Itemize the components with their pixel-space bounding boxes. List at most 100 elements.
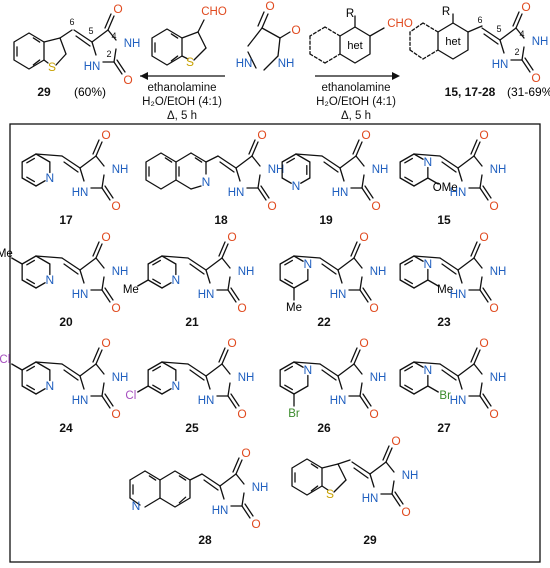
bond <box>232 457 240 473</box>
oxygen-atom: O <box>113 2 122 16</box>
oxygen-atom: O <box>361 128 370 142</box>
bond <box>101 174 105 189</box>
bond <box>218 347 226 363</box>
ring-bond <box>300 177 311 184</box>
pyridine-nitrogen: N <box>424 363 433 377</box>
bond <box>221 243 229 259</box>
bond <box>353 349 361 365</box>
substituent-bond <box>137 385 149 393</box>
double-bond <box>284 365 294 372</box>
bond <box>193 47 207 61</box>
bond <box>337 363 355 377</box>
compound-label: 22 <box>317 315 331 329</box>
pyridine-nitrogen: N <box>46 379 55 393</box>
bond <box>319 363 339 377</box>
het-label: het <box>445 36 460 48</box>
bond <box>107 15 115 31</box>
chlorine-atom: Cl <box>0 354 10 366</box>
hn-group: HN <box>198 289 215 301</box>
bond <box>59 37 67 55</box>
ring-bond <box>279 361 295 371</box>
ring-bond <box>21 279 37 289</box>
bond <box>439 155 459 169</box>
bond <box>203 479 219 491</box>
bond <box>104 287 114 301</box>
sulfur-atom: S <box>48 60 56 74</box>
bond <box>479 276 483 291</box>
bond <box>197 31 207 49</box>
bond <box>235 155 253 169</box>
ring-bond <box>21 385 37 395</box>
ring-bond <box>161 282 172 289</box>
nh-group: NH <box>238 266 255 278</box>
bond <box>241 505 251 519</box>
r-substituent: R <box>346 8 354 20</box>
double-bond <box>32 37 41 43</box>
condition-line-2: H₂O/EtOH (4:1) <box>142 96 222 108</box>
pyridine-nitrogen: N <box>46 171 55 185</box>
condition-line-3: Δ, 5 h <box>341 110 371 122</box>
ring-bond <box>35 282 46 289</box>
bond <box>457 269 463 284</box>
compound-label: 17 <box>59 213 73 227</box>
bond <box>257 174 261 189</box>
oxygen-atom: O <box>267 199 276 213</box>
ring-bond <box>399 361 415 371</box>
ring-bond <box>295 153 311 163</box>
ring-bond <box>147 255 163 265</box>
arrowhead-left <box>140 72 148 80</box>
bond <box>92 139 100 155</box>
oxygen-atom: O <box>101 230 110 244</box>
double-bond <box>404 259 414 266</box>
bond <box>248 139 256 155</box>
bond <box>263 55 279 71</box>
oxygen-atom: O <box>257 128 266 142</box>
benzene-ring <box>151 28 183 66</box>
bond <box>251 141 259 157</box>
ring-bond <box>293 255 304 262</box>
bond <box>324 26 341 37</box>
position-5: 5 <box>88 26 93 36</box>
oxygen-atom: O <box>227 230 236 244</box>
bond <box>364 185 374 199</box>
hn-group: HN <box>72 187 89 199</box>
bond <box>359 276 363 291</box>
bond <box>359 382 363 397</box>
bond <box>190 152 207 163</box>
bond <box>309 53 326 64</box>
position-4: 4 <box>519 29 524 39</box>
bond <box>104 13 112 29</box>
bond <box>473 243 481 259</box>
bond <box>362 393 372 407</box>
bond <box>218 241 226 257</box>
compound-panel-frame <box>9 123 541 563</box>
substituent-bond <box>427 385 439 393</box>
nh-group: NH <box>268 164 285 176</box>
bond <box>79 257 97 271</box>
bond <box>439 257 459 271</box>
bond <box>197 19 205 33</box>
bond <box>353 257 363 269</box>
bond <box>61 363 81 377</box>
compound-label: 26 <box>317 421 331 435</box>
condition-line-1: ethanolamine <box>321 82 390 94</box>
double-bond <box>284 384 294 391</box>
arrowhead-right <box>392 72 400 80</box>
double-bond <box>152 259 162 266</box>
bond <box>352 139 360 155</box>
bond <box>235 473 245 485</box>
compound-label: 18 <box>214 213 228 227</box>
bond <box>247 51 257 69</box>
bond <box>482 185 492 199</box>
